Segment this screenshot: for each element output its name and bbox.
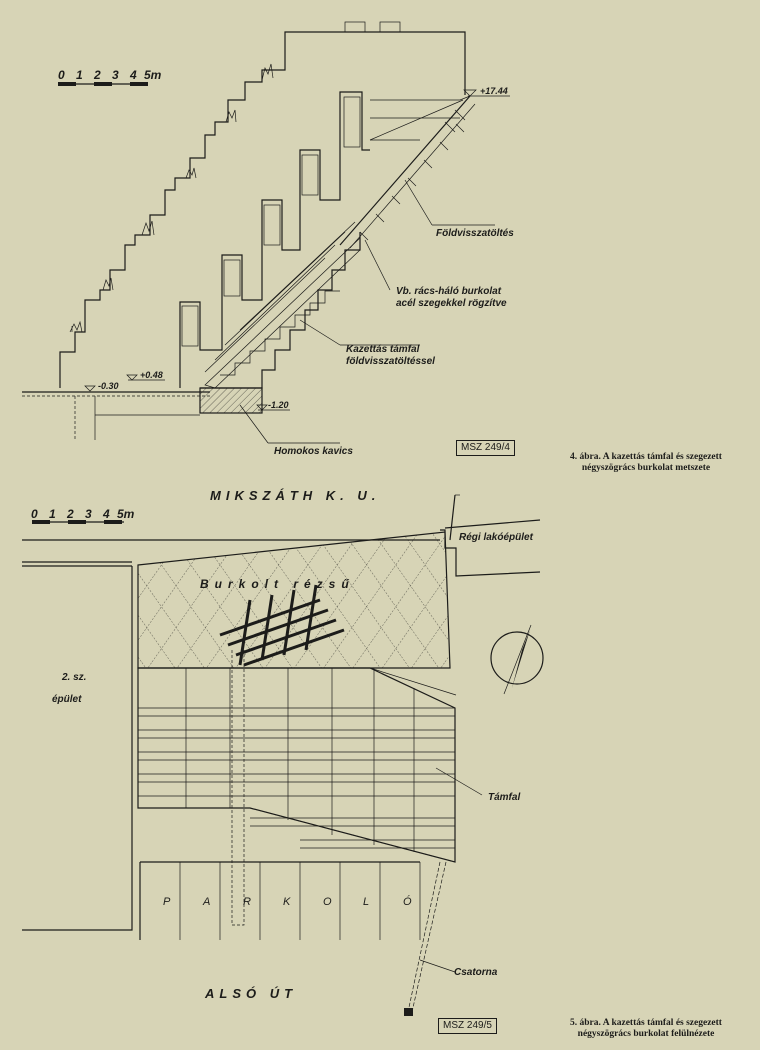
label-wall-2: földvisszatöltéssel [346, 356, 435, 367]
parking-letter-p: P [163, 896, 171, 908]
retaining-wall-plan: Támfal [137, 667, 520, 863]
fig4-standard: MSZ 249/4 [456, 440, 515, 456]
fig5-scale-4: 4 [102, 507, 110, 521]
drain-pipe: Csatorna [231, 650, 498, 1016]
fig5-caption: 5. ábra. A kazettás támfal és szegezett … [536, 1018, 756, 1040]
level-top: +17.44 [480, 86, 508, 96]
level-a: +0.48 [140, 370, 163, 380]
fig5-scale-bar: 0 1 2 3 4 5m [31, 507, 135, 524]
fig5-scale-0: 0 [31, 507, 38, 521]
street-top: MIKSZÁTH K. U. [210, 488, 380, 503]
fig4-section: 0 1 2 3 4 5m [22, 21, 514, 457]
label-mesh-1: Vb. rács-háló burkolat [396, 286, 502, 297]
fig5-plan: 0 1 2 3 4 5m MIKSZÁTH K. U. Régi lakóépü… [22, 488, 544, 1016]
slope-mesh [339, 95, 476, 249]
label-building-2: épület [52, 694, 82, 705]
level-markers: +17.44 +0.48 -0.30 -1.20 [84, 86, 510, 411]
terrace-plants [69, 63, 274, 333]
label-retaining-wall: Támfal [488, 792, 520, 803]
parking-letter-k: K [283, 896, 291, 908]
label-building-1: 2. sz. [61, 672, 86, 683]
parking-letter-l: L [363, 896, 369, 908]
wall-horizontals [138, 707, 455, 849]
fig4-caption-line2: négyszögrács burkolat metszete [581, 463, 711, 473]
fig4-scale-3: 3 [112, 68, 119, 82]
fig5-scale-2: 2 [66, 507, 74, 521]
fig4-scale-1: 1 [76, 68, 83, 82]
parking-letter-o2: Ó [403, 895, 412, 908]
north-arrow [490, 624, 544, 695]
fig5-standard: MSZ 249/5 [438, 1018, 497, 1034]
fig5-caption-line1: 5. ábra. A kazettás támfal és szegezett [570, 1018, 722, 1028]
label-backfill: Földvisszatöltés [436, 228, 514, 239]
parking-letter-r: R [243, 896, 251, 908]
label-old-building: Régi lakóépület [459, 532, 534, 543]
parking-area: P A R K O L Ó [139, 861, 421, 940]
label-wall-1: Kazettás támfal [346, 344, 420, 355]
fig4-scale-2: 2 [93, 68, 101, 82]
street-bottom: ALSÓ ÚT [204, 986, 297, 1001]
level-b: -0.30 [98, 381, 119, 391]
fig4-scale-4: 4 [129, 68, 137, 82]
parking-letter-a: A [202, 896, 210, 908]
fig4-scale-0: 0 [58, 68, 65, 82]
fig4-caption: 4. ábra. A kazettás támfal és szegezett … [536, 452, 756, 474]
level-c: -1.20 [268, 400, 289, 410]
building-2: 2. sz. épület [22, 566, 133, 931]
label-gravel: Homokos kavics [274, 446, 353, 457]
fig4-scale-5: 5m [144, 68, 162, 82]
wall-verticals [185, 668, 415, 852]
chimney-2 [379, 21, 401, 33]
fig4-caption-line1: 4. ábra. A kazettás támfal és szegezett [570, 452, 722, 462]
grid-detail [219, 584, 345, 667]
ground-line [22, 391, 210, 440]
label-drain: Csatorna [454, 967, 498, 978]
chimney-1 [344, 21, 366, 33]
fig5-scale-1: 1 [49, 507, 56, 521]
fig5-scale-5: 5m [117, 507, 135, 521]
cassette-wall [179, 91, 370, 389]
label-slope: Burkolt rézsű [200, 577, 355, 591]
fig4-scale-bar: 0 1 2 3 4 5m [58, 68, 162, 86]
fig5-scale-3: 3 [85, 507, 92, 521]
parking-letter-o: O [323, 896, 332, 908]
building-outline [59, 31, 466, 388]
leader-lines [239, 179, 495, 444]
old-building: Régi lakóépület [440, 494, 541, 577]
label-mesh-2: acél szegekkel rögzítve [396, 298, 507, 309]
paved-slope: Burkolt rézsű [137, 531, 451, 669]
fig5-caption-line2: négyszögrács burkolat felülnézete [577, 1029, 715, 1039]
gravel-foundation [199, 387, 263, 414]
